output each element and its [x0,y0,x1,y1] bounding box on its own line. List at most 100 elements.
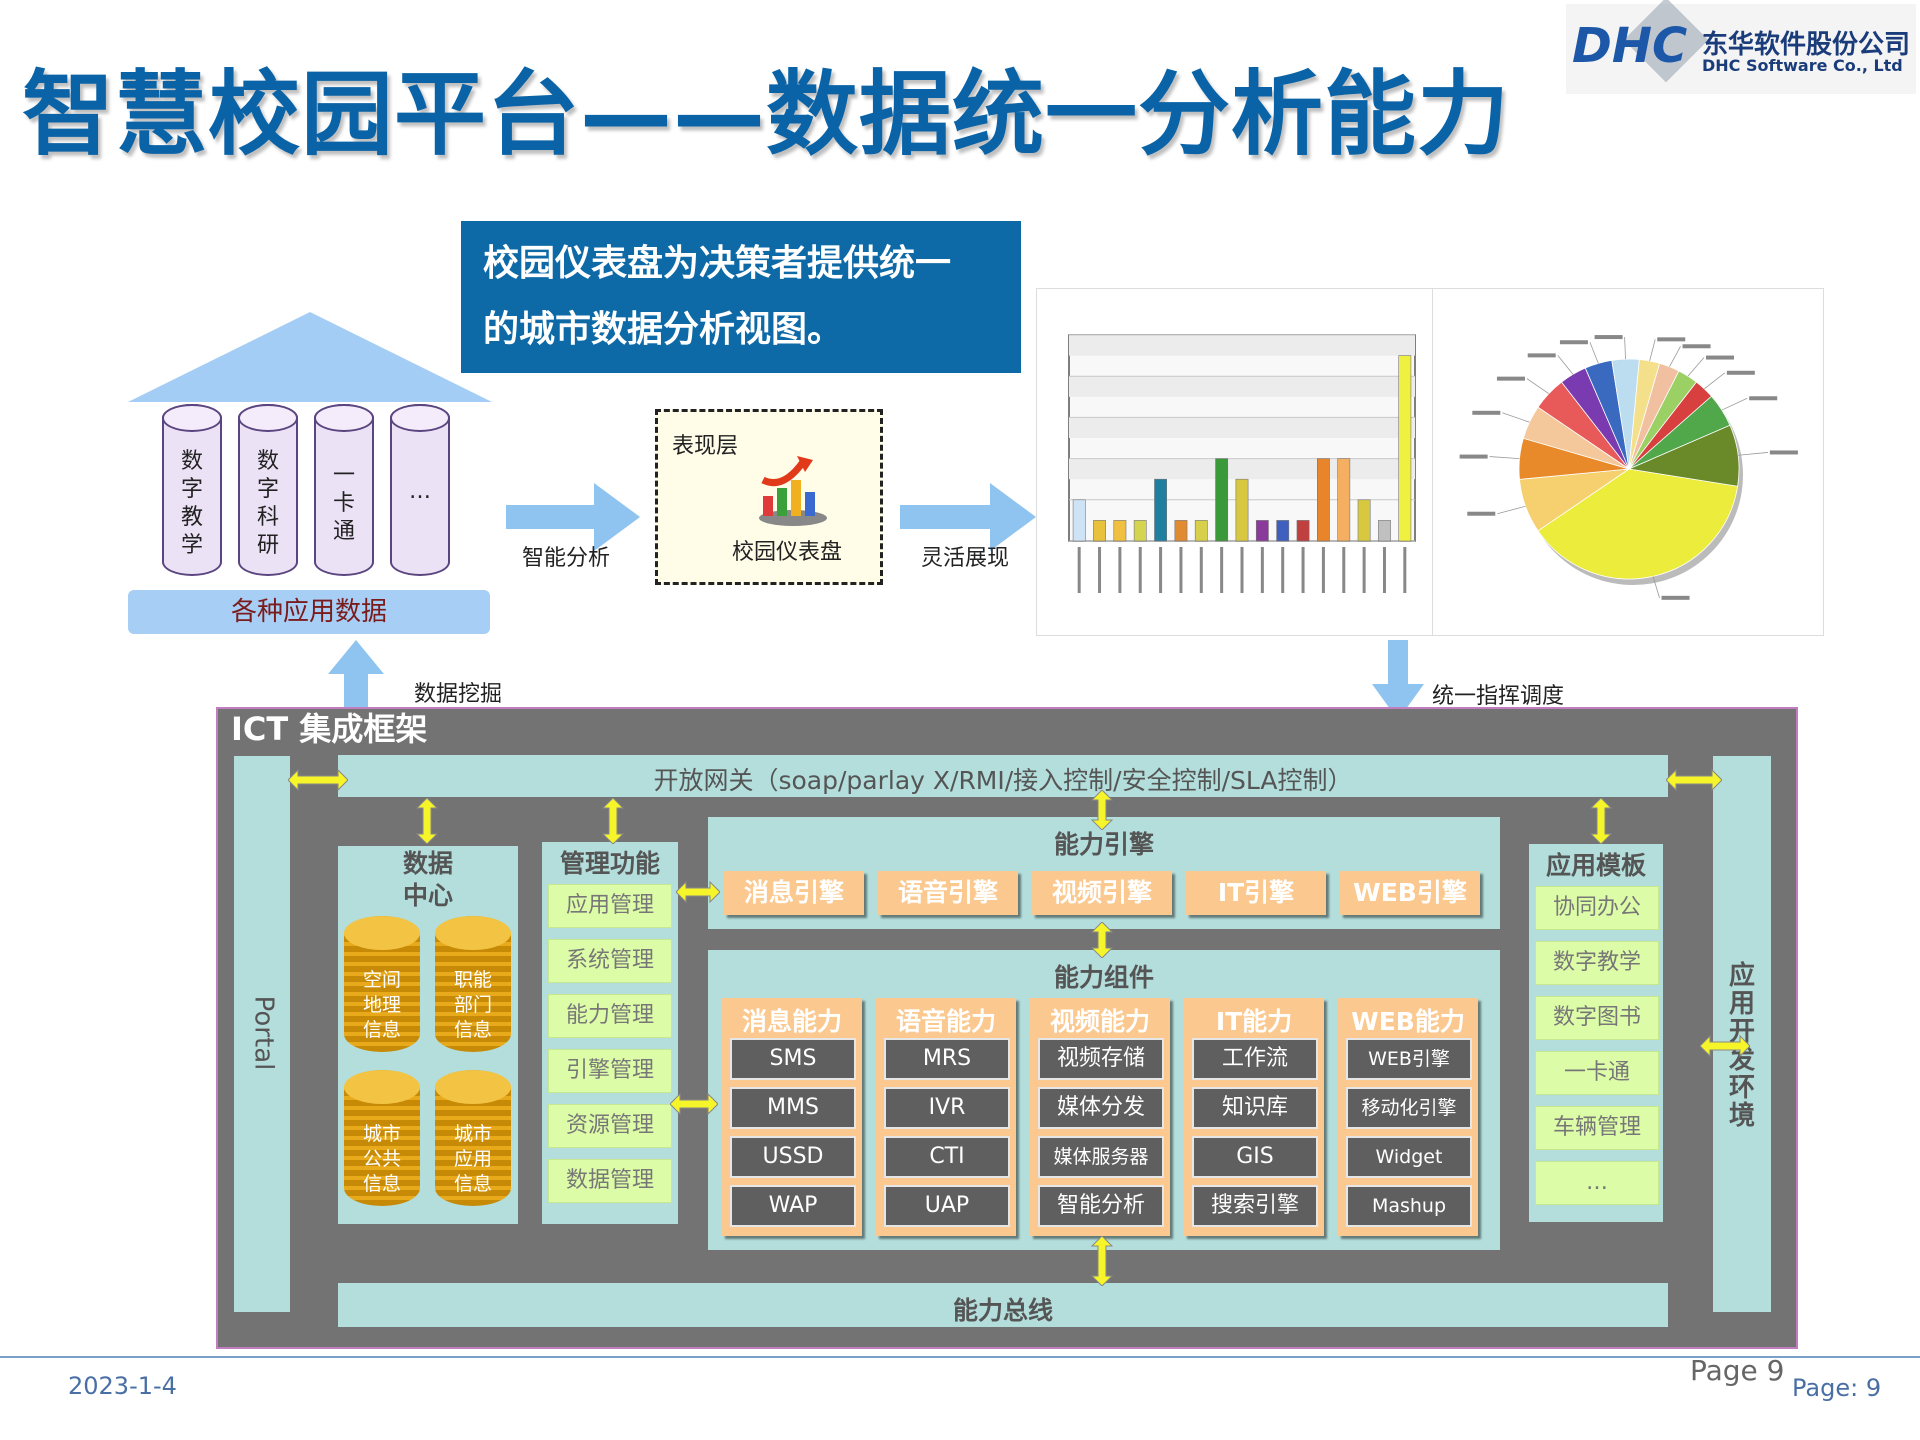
component-item[interactable]: WAP [730,1185,856,1227]
bar-chart-panel [1036,288,1433,636]
component-item[interactable]: GIS [1192,1136,1318,1178]
management-item[interactable]: 资源管理 [548,1104,672,1148]
data-store-icon: 职能 部门 信息 [435,916,511,1052]
component-item[interactable]: 工作流 [1192,1038,1318,1080]
leader-line [1589,342,1599,364]
management-item[interactable]: 引擎管理 [548,1049,672,1093]
component-item[interactable]: CTI [884,1136,1010,1178]
component-item[interactable]: 媒体分发 [1038,1087,1164,1129]
engine-item[interactable]: WEB引擎 [1340,871,1480,915]
engine-item[interactable]: 视频引擎 [1032,871,1172,915]
management-item[interactable]: 系统管理 [548,939,672,983]
ict-title: ICT 集成框架 [231,710,428,748]
data-center-title: 数据 中心 [402,849,453,910]
portal-column: Portal [234,756,290,1312]
double-arrow-icon [670,1092,718,1116]
footer-line [0,1356,1920,1358]
dev-env-column: 应 用 开 发 环 境 [1713,756,1771,1312]
x-tick-label-mark [1159,547,1163,593]
double-arrow-icon [1090,1236,1114,1286]
slice-label-mark [1682,344,1711,349]
template-item[interactable]: 车辆管理 [1535,1106,1659,1150]
double-arrow-icon [676,880,720,904]
callout-box: 校园仪表盘为决策者提供统一 的城市数据分析视图。 [461,221,1021,373]
dashboard-label: 校园仪表盘 [732,540,843,565]
component-item[interactable]: WEB引擎 [1346,1038,1472,1080]
component-item[interactable]: MMS [730,1087,856,1129]
x-tick-label-mark [1220,547,1224,593]
flow-label-mining: 数据挖掘 [414,682,503,707]
slice-label-mark [1706,355,1735,360]
x-tick-label-mark [1362,547,1366,593]
engines-panel: 能力引擎 消息引擎语音引擎视频引擎 IT引擎 WEB引擎 [708,817,1500,929]
management-item[interactable]: 能力管理 [548,994,672,1038]
component-column-title: WEB能力 [1351,1007,1465,1036]
engine-item[interactable]: IT引擎 [1186,871,1326,915]
grid-band [1069,417,1415,438]
open-gateway-bar: 开放网关（soap/parlay X/RMI/接入控制/安全控制/SLA控制） [338,755,1668,797]
x-tick-label-mark [1382,547,1386,593]
slice-label-mark [1472,410,1501,415]
slice-label-mark [1749,396,1778,401]
management-item[interactable]: 应用管理 [548,884,672,928]
bar-14 [1357,499,1371,542]
x-tick-label-mark [1403,547,1407,593]
leader-line [1497,505,1526,515]
component-item[interactable]: 知识库 [1192,1087,1318,1129]
component-item[interactable]: Mashup [1346,1185,1472,1227]
bar-5 [1174,520,1188,542]
pie-chart [1433,289,1823,635]
component-item[interactable]: MRS [884,1038,1010,1080]
component-item[interactable]: 视频存储 [1038,1038,1164,1080]
app-data-bar: 各种应用数据 [128,590,490,634]
capability-bus-bar: 能力总线 [338,1283,1668,1327]
component-item[interactable]: Widget [1346,1136,1472,1178]
x-tick-label-mark [1260,547,1264,593]
template-item[interactable]: 数字教学 [1535,941,1659,985]
slice-label-mark [1726,370,1755,375]
grid-band [1069,376,1415,397]
engine-item[interactable]: 语音引擎 [878,871,1018,915]
double-arrow-icon [1666,768,1722,792]
double-arrow-icon [288,768,348,792]
footer-page-large: Page 9 [1690,1354,1785,1387]
engines-title: 能力引擎 [1053,830,1154,859]
leader-line [1738,452,1768,456]
component-item[interactable]: 移动化引擎 [1346,1087,1472,1129]
double-arrow-icon [1700,1034,1750,1058]
bar-4 [1154,478,1167,542]
leader-line [1687,357,1705,377]
bar-12 [1317,458,1330,542]
leader-line [1721,397,1748,411]
template-item[interactable]: 数字图书 [1535,996,1659,1040]
component-item[interactable]: IVR [884,1087,1010,1129]
component-item[interactable]: 媒体服务器 [1038,1136,1164,1178]
component-item[interactable]: UAP [884,1185,1010,1227]
template-item[interactable]: 协同办公 [1535,886,1659,930]
component-item[interactable]: 智能分析 [1038,1185,1164,1227]
component-item[interactable]: USSD [730,1136,856,1178]
x-tick-label-mark [1138,547,1142,593]
components-title: 能力组件 [1053,963,1154,992]
slice-label-mark [1657,337,1686,342]
engine-item[interactable]: 消息引擎 [724,871,864,915]
x-tick-label-mark [1321,547,1325,593]
slice-label-mark [1661,595,1690,600]
component-item[interactable]: SMS [730,1038,856,1080]
component-column-title: 消息能力 [741,1007,842,1036]
component-item[interactable]: 搜索引擎 [1192,1185,1318,1227]
arrow-down-icon [1372,640,1424,720]
pie-chart-panel [1432,288,1824,636]
x-tick-label-mark [1342,547,1346,593]
template-item[interactable]: 一卡通 [1535,1051,1659,1095]
template-item[interactable]: … [1535,1161,1659,1205]
management-item[interactable]: 数据管理 [548,1159,672,1203]
pie-slice-0 [1537,468,1739,580]
database-cylinder: … [390,404,450,576]
logo-company-name-cn: 东华软件股份公司 [1702,30,1911,60]
leader-line [1489,456,1520,460]
leader-line [1557,355,1574,375]
